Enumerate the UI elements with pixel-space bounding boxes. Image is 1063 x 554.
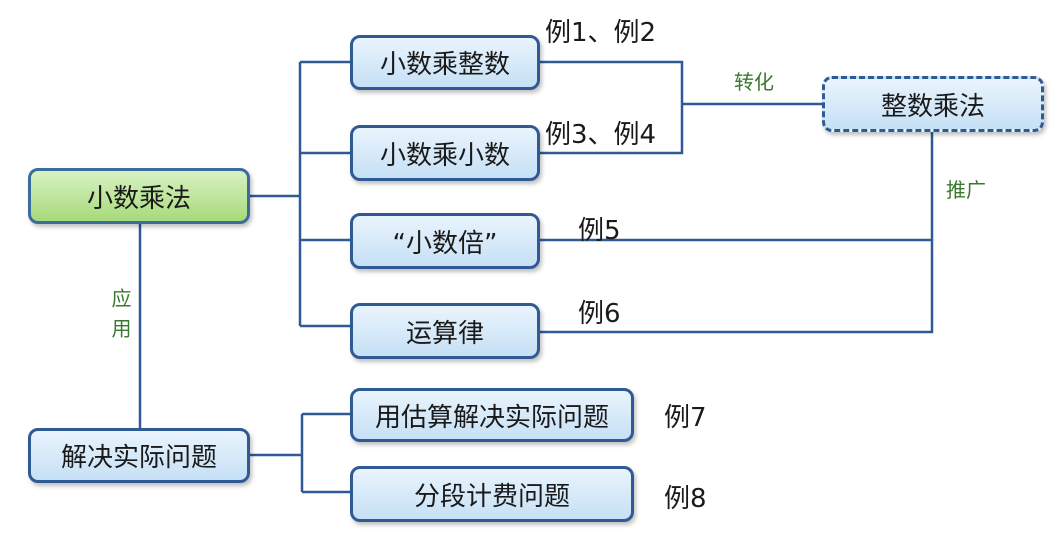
node-integer-multiplication: 整数乘法 [822,76,1044,132]
node-decimal-times-integer: 小数乘整数 [350,35,540,90]
edge-label-apply: 应用 [108,288,132,348]
example-1-2: 例1、例2 [545,18,657,48]
connector-extend [540,132,934,334]
node-solve-real-problems: 解决实际问题 [28,428,250,483]
example-7: 例7 [664,403,707,433]
edge-label-extend: 推广 [946,178,986,202]
connector-convert [540,60,822,155]
example-5: 例5 [578,216,621,246]
node-tiered-billing: 分段计费问题 [350,466,634,522]
node-estimation-problems: 用估算解决实际问题 [350,388,634,442]
example-8: 例8 [664,484,707,514]
connector-solve-bus [250,412,350,494]
node-decimal-multiplication: 小数乘法 [28,168,250,224]
node-decimal-times-decimal: 小数乘小数 [350,125,540,181]
example-3-4: 例3、例4 [545,120,657,150]
example-6: 例6 [578,299,621,329]
node-decimal-multiple: “小数倍” [350,213,540,269]
edge-label-convert: 转化 [734,70,774,94]
node-operation-laws: 运算律 [350,303,540,359]
